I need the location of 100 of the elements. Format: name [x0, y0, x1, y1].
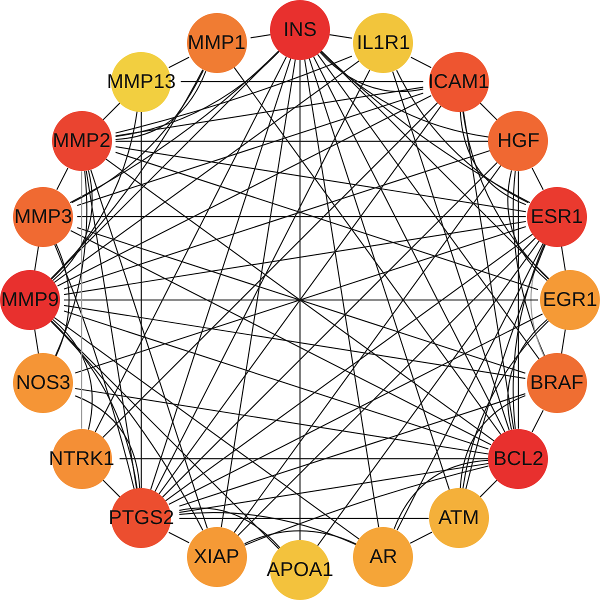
gene-label: XIAP — [194, 546, 240, 568]
edge-line — [51, 111, 138, 280]
edge-line — [72, 70, 204, 204]
edge-line — [116, 146, 526, 212]
edge-line — [86, 170, 138, 489]
edge-line — [54, 317, 360, 540]
edge-line — [115, 56, 352, 134]
edge-line — [116, 51, 280, 138]
gene-node — [526, 186, 587, 247]
gene-label: ATM — [438, 507, 480, 530]
edge-line — [102, 102, 438, 438]
edge-line — [480, 102, 498, 120]
gene-node — [428, 488, 489, 548]
edge-line — [480, 480, 498, 498]
edge-line — [64, 299, 538, 301]
edge-line — [154, 70, 370, 492]
edge-line — [237, 237, 536, 536]
edge-line — [140, 112, 142, 488]
edge-line — [512, 244, 546, 429]
edge-line — [158, 105, 442, 495]
gene-label: HGF — [497, 130, 540, 152]
edge-line — [317, 54, 540, 360]
edge-line — [102, 102, 120, 120]
edge-line — [64, 310, 489, 450]
gene-label: ESR1 — [530, 206, 583, 228]
edge-line — [560, 330, 566, 354]
edge-line — [115, 152, 538, 290]
edge-line — [234, 165, 502, 533]
edge-line — [460, 395, 526, 489]
gene-label: MMP9 — [1, 289, 59, 311]
edge-line — [34, 246, 40, 270]
gene-node — [353, 526, 414, 587]
edge-line — [396, 70, 528, 204]
edge-line — [120, 458, 488, 460]
edge-line — [116, 86, 424, 136]
gene-node — [52, 111, 112, 172]
gene-node — [488, 428, 548, 489]
edge-line — [54, 244, 135, 490]
edge-line — [105, 158, 495, 442]
edge-line — [54, 171, 88, 356]
edge-line — [168, 532, 190, 544]
edge-line — [330, 34, 352, 39]
edge-line — [81, 171, 82, 429]
edge-line — [317, 240, 540, 546]
edge-line — [54, 60, 360, 283]
edge-line — [52, 170, 93, 281]
edge-line — [75, 388, 488, 455]
edge-line — [518, 171, 519, 429]
gene-label: AR — [370, 546, 398, 568]
gene-label: BRAF — [530, 372, 584, 394]
gene-node — [428, 52, 489, 112]
edge-line — [51, 320, 138, 489]
edge-line — [530, 243, 545, 357]
edge-line — [179, 512, 356, 546]
edge-line — [70, 230, 492, 446]
edge-line — [244, 465, 489, 546]
edge-line — [320, 52, 424, 92]
edge-line — [220, 60, 296, 528]
edge-line — [57, 95, 432, 286]
edge-line — [180, 81, 424, 82]
edge-line — [299, 60, 301, 540]
edge-line — [168, 314, 543, 505]
edge-line — [462, 320, 549, 489]
gene-label: BCL2 — [493, 448, 544, 470]
edge-line — [410, 532, 432, 544]
edge-line — [320, 51, 489, 138]
gene-label: MMP3 — [14, 206, 72, 228]
gene-label: MMP2 — [52, 130, 110, 152]
edge-line — [313, 56, 506, 432]
edge-line — [321, 50, 530, 204]
edge-line — [304, 60, 380, 528]
gene-node — [13, 186, 74, 247]
edge-line — [165, 234, 533, 502]
gene-node — [488, 111, 548, 172]
edge-line — [55, 243, 70, 357]
edge-line — [462, 111, 514, 430]
edge-line — [52, 319, 93, 430]
edge-line — [34, 330, 40, 354]
edge-line — [150, 58, 292, 490]
edge-line — [70, 50, 279, 204]
edge-line — [64, 304, 526, 379]
edge-line — [460, 111, 526, 206]
edge-line — [462, 111, 549, 280]
gene-node — [270, 0, 330, 60]
edge-line — [64, 150, 490, 290]
edge-line — [507, 170, 548, 281]
gene-node — [0, 270, 60, 330]
edge-line — [179, 393, 526, 507]
edge-line — [532, 410, 544, 432]
edge-line — [94, 56, 287, 432]
edge-line — [168, 56, 190, 68]
edge-line — [394, 460, 488, 530]
gene-node — [353, 13, 414, 74]
gene-label: INS — [283, 19, 317, 41]
gene-label: MMP1 — [188, 32, 246, 54]
edge-line — [396, 243, 544, 530]
edge-line — [465, 244, 546, 490]
gene-node — [186, 526, 247, 587]
edge-line — [507, 319, 548, 430]
edge-line — [56, 168, 68, 190]
